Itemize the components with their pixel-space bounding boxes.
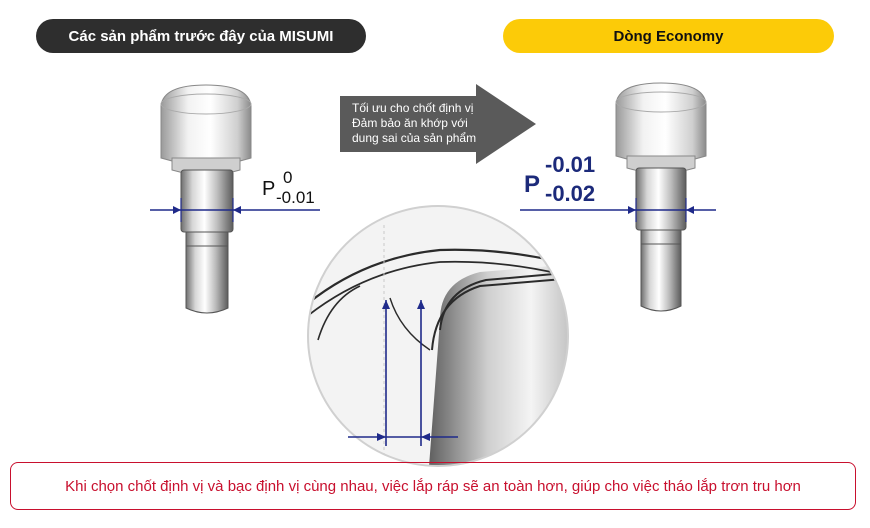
arrow-text-line1: Tối ưu cho chốt định vị [352,101,473,115]
arrow-text-line2: Đảm bảo ăn khớp với [352,116,468,130]
note-text: Khi chọn chốt định vị và bạc định vị cùn… [65,477,801,495]
economy-series-text: Dòng Economy [613,27,724,45]
economy-tolerance-lower: -0.02 [545,181,595,206]
zoom-detail [307,205,569,467]
previous-products-label: Các sản phẩm trước đây của MISUMI [36,19,366,53]
previous-pin [160,84,252,314]
previous-products-text: Các sản phẩm trước đây của MISUMI [68,27,334,45]
note-box: Khi chọn chốt định vị và bạc định vị cùn… [10,462,856,510]
economy-series-label: Dòng Economy [503,19,834,53]
economy-pin-dimension [520,198,716,222]
previous-pin-dimension [150,198,320,222]
economy-tolerance-upper: -0.01 [545,152,595,177]
economy-pin [615,82,707,312]
previous-tolerance-symbol: P [262,178,275,200]
right-arrow-icon [340,84,536,164]
previous-tolerance-upper: 0 [283,168,292,187]
economy-tolerance-symbol: P [524,171,540,198]
previous-tolerance-lower: -0.01 [276,188,315,207]
arrow-text-line3: dung sai của sản phẩm [352,131,476,145]
